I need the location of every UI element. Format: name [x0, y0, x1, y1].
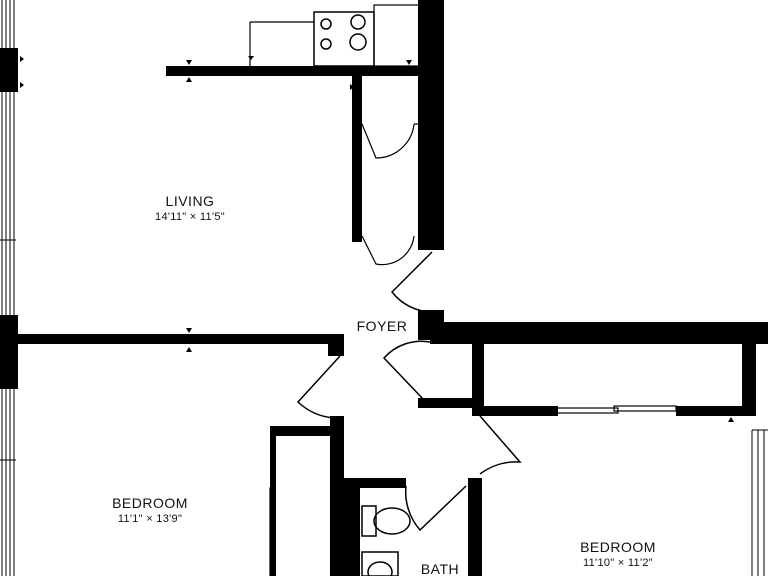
- kitchen-wall: [166, 66, 430, 76]
- room-label-bath: BATH: [410, 561, 470, 576]
- closet-wall-left: [352, 76, 362, 242]
- wall-markers-icon-2: [186, 328, 192, 352]
- bedroom-left-top-wall: [18, 334, 340, 344]
- main-vertical-wall: [418, 0, 444, 250]
- room-dimensions: 14'11" × 11'5": [155, 210, 225, 223]
- closet-bottom-wall-b: [676, 406, 756, 416]
- bedroom-right-door-swing: [479, 415, 522, 475]
- room-label-bedroom-right: BEDROOM 11'10" × 11'2": [558, 539, 678, 570]
- left-wall-pier-top: [0, 48, 18, 92]
- foyer-closet-bottom: [418, 398, 480, 408]
- room-label-foyer: FOYER: [342, 318, 422, 336]
- room-label-bedroom-left: BEDROOM 11'1" × 13'9": [90, 495, 210, 526]
- toilet-icon: [361, 505, 411, 537]
- room-name: LIVING: [165, 193, 215, 209]
- window-marker-icon: [20, 56, 24, 88]
- left-closet-top-wall: [270, 426, 340, 436]
- room-name: BEDROOM: [112, 495, 188, 511]
- bath-left-wall-thick: [344, 484, 360, 576]
- closet-doors: [361, 123, 418, 266]
- kitchen-counter: [249, 4, 425, 67]
- room-name: FOYER: [356, 318, 408, 334]
- bath-top-wall: [344, 478, 406, 488]
- wall-marker-right: [728, 417, 734, 422]
- room-name: BATH: [420, 561, 460, 576]
- room-label-living: LIVING 14'11" × 11'5": [130, 193, 250, 224]
- closet-bottom-wall-a: [472, 406, 558, 416]
- room-dimensions: 11'1" × 13'9": [117, 512, 183, 525]
- right-window-wall: [751, 429, 768, 576]
- bath-right-wall: [468, 478, 482, 576]
- left-closet-side-wall: [270, 426, 276, 576]
- bedroom-right-top-wall: [430, 322, 768, 344]
- room-dimensions: 11'10" × 11'2": [583, 556, 653, 569]
- closet-door-swing: [382, 340, 431, 401]
- closet-inner-wall: [472, 340, 484, 416]
- room-name: BEDROOM: [580, 539, 656, 555]
- bath-left-wall: [330, 416, 344, 576]
- sink-icon: [361, 551, 399, 576]
- left-wall-pier-mid: [0, 315, 18, 389]
- bath-door-swing: [404, 485, 467, 532]
- closet-inner-vertical: [742, 340, 756, 414]
- left-window-wall: [0, 0, 16, 576]
- left-closet-sliding-doors: [269, 487, 276, 576]
- foyer-wall-stub: [328, 334, 344, 356]
- bedroom-door-swing: [296, 355, 341, 419]
- closet-sliding-doors: [555, 405, 677, 414]
- stove-icon: [313, 11, 375, 67]
